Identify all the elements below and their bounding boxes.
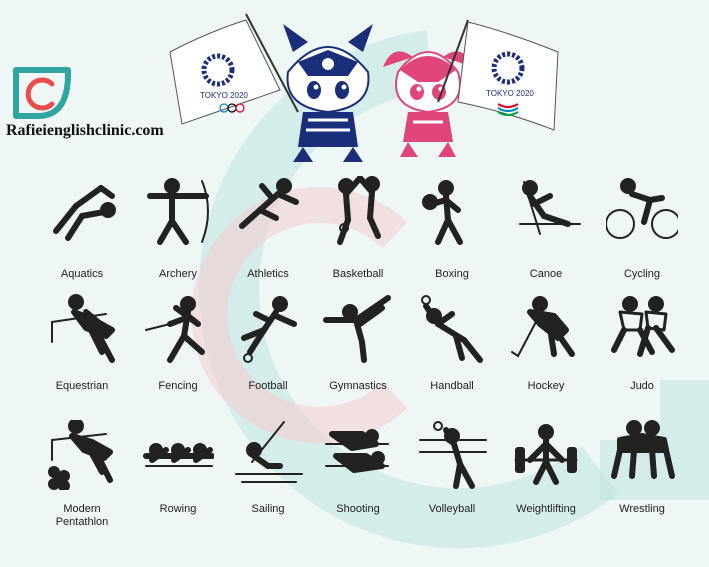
sport-cycling: Cycling: [594, 176, 690, 281]
football-icon: [241, 296, 297, 363]
clinic-logo-icon: [13, 67, 71, 119]
sport-basketball: Basketball: [310, 176, 406, 281]
handball-icon: [421, 295, 483, 363]
sport-football: Football: [220, 294, 316, 393]
sailing-icon: [235, 421, 303, 483]
sport-boxing: Boxing: [404, 176, 500, 281]
volleyball-icon: [419, 421, 487, 489]
sport-label: Equestrian: [55, 380, 109, 392]
sport-aquatics: Aquatics: [34, 176, 130, 281]
sport-label: Cycling: [623, 268, 661, 280]
weightlifting-icon: [514, 424, 578, 485]
site-name: Rafieienglishclinic.com: [6, 122, 164, 139]
sports-pictogram-grid: Aquatics Archery Athletics Basketball Boxing…: [10, 170, 700, 552]
wrestling-icon: [611, 420, 675, 479]
cycling-icon: [606, 178, 678, 239]
judo-icon: [611, 296, 675, 357]
sport-shooting: Shooting: [310, 420, 406, 516]
right-flag: TOKYO 2020: [437, 19, 559, 131]
sport-rowing: Rowing: [130, 420, 226, 516]
sport-wrestling: Wrestling: [594, 420, 690, 516]
shooting-icon: [325, 429, 389, 473]
someity-mascot: [383, 51, 473, 157]
sport-equestrian: Equestrian: [34, 294, 130, 393]
sport-label: Wrestling: [619, 503, 665, 515]
sport-handball: Handball: [404, 294, 500, 393]
sport-label: Athletics: [247, 268, 289, 280]
sport-label: Volleyball: [428, 503, 476, 515]
sport-label: Fencing: [158, 380, 198, 392]
left-flag-text: TOKYO 2020: [200, 91, 248, 100]
sport-label: Archery: [159, 268, 197, 280]
sport-sailing: Sailing: [220, 420, 316, 516]
sport-label: Football: [248, 380, 288, 392]
modern-pentathlon-icon: [48, 420, 113, 490]
sport-label: Basketball: [332, 268, 384, 280]
sport-label: Sailing: [251, 503, 285, 515]
sport-label: Handball: [430, 380, 474, 392]
sport-hockey: Hockey: [498, 294, 594, 393]
sport-label: Gymnastics: [329, 380, 387, 392]
sport-weightlifting: Weightlifting: [498, 420, 594, 516]
basketball-icon: [337, 176, 381, 245]
sport-archery: Archery: [130, 176, 226, 281]
gymnastics-icon: [323, 295, 391, 363]
canoe-icon: [519, 180, 581, 235]
sport-label: Canoe: [529, 268, 563, 280]
boxing-icon: [422, 180, 463, 245]
sport-label: Boxing: [435, 268, 469, 280]
sport-canoe: Canoe: [498, 176, 594, 281]
sport-athletics: Athletics: [220, 176, 316, 281]
athletics-icon: [239, 178, 299, 229]
mascots-illustration: TOKYO 2020 TOKYO 2020: [169, 13, 559, 162]
aquatics-icon: [53, 185, 116, 241]
fencing-icon: [145, 296, 205, 363]
sport-label: Shooting: [336, 503, 380, 515]
rowing-icon: [143, 443, 214, 467]
sport-label: Rowing: [159, 503, 197, 515]
sport-label: Aquatics: [60, 268, 104, 280]
sport-label: Judo: [630, 380, 654, 392]
sport-volleyball: Volleyball: [404, 420, 500, 516]
sport-gymnastics: Gymnastics: [310, 294, 406, 393]
left-flag: TOKYO 2020: [169, 13, 299, 125]
sport-judo: Judo: [594, 294, 690, 393]
sport-label: Hockey: [527, 380, 565, 392]
equestrian-icon: [51, 294, 115, 363]
hockey-icon: [511, 296, 575, 357]
archery-icon: [147, 178, 209, 245]
sport-fencing: Fencing: [130, 294, 226, 393]
sport-label: Weightlifting: [516, 503, 576, 515]
right-flag-text: TOKYO 2020: [486, 89, 534, 98]
miraitowa-mascot: [283, 24, 373, 162]
